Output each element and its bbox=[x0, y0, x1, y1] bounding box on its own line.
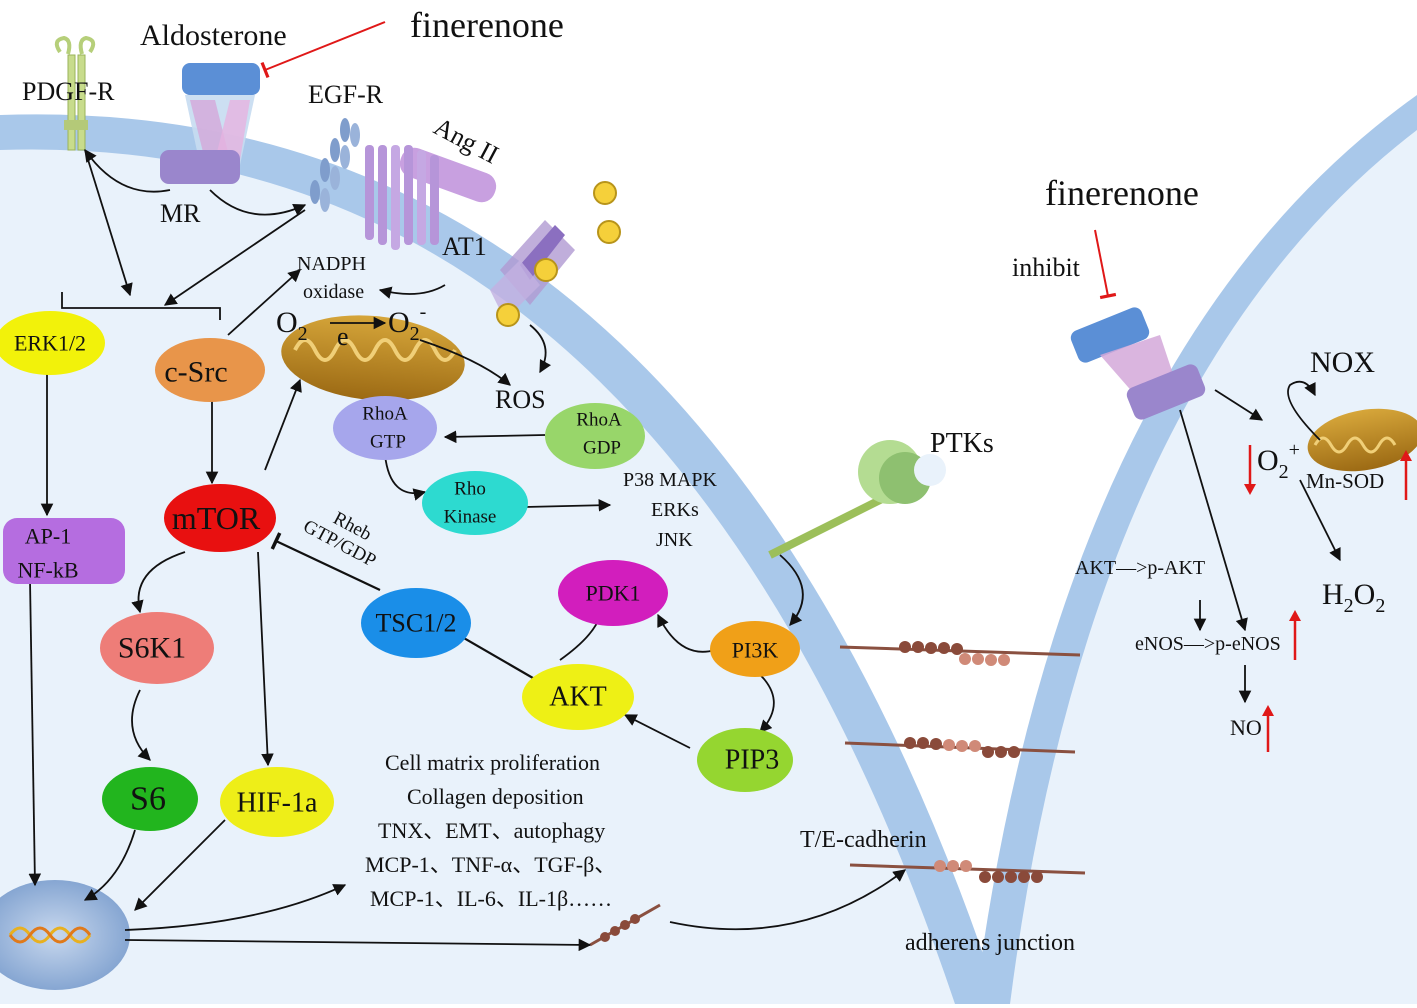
text-labels: Aldosterone finerenone PDGF-R EGF-R Ang … bbox=[22, 5, 1385, 956]
inhibit-label: inhibit bbox=[1012, 253, 1081, 282]
at1-label: AT1 bbox=[442, 232, 487, 261]
outcome-line-3: TNX、EMT、autophagy bbox=[378, 818, 605, 843]
mnsod-label: Mn-SOD bbox=[1306, 469, 1384, 493]
svg-text:AP-1: AP-1 bbox=[25, 524, 71, 549]
mapk-label-line1: P38 MAPK bbox=[623, 469, 717, 491]
node-hif: HIF-1a bbox=[220, 767, 334, 837]
svg-text:mTOR: mTOR bbox=[172, 500, 261, 536]
outcome-line-5: MCP-1、IL-6、IL-1β…… bbox=[370, 886, 612, 911]
mapk-label-line2: ERKs bbox=[651, 499, 699, 521]
cell-right bbox=[975, 95, 1417, 1004]
akt-inhibit-tsc-line bbox=[444, 621, 546, 686]
nox-label: NOX bbox=[1310, 346, 1375, 379]
svg-text:ERK1/2: ERK1/2 bbox=[14, 331, 86, 356]
mr-label: MR bbox=[160, 199, 201, 228]
pdgf-receptor-icon bbox=[54, 35, 96, 151]
nadph-label-line1: NADPH bbox=[297, 253, 366, 275]
o2-right-label: O2- bbox=[388, 301, 426, 345]
mitochondrion-icon bbox=[281, 315, 465, 401]
aldosterone-label: Aldosterone bbox=[140, 19, 287, 52]
akt-pakt-label: AKT—>p-AKT bbox=[1075, 557, 1205, 579]
right-receptor-icon bbox=[1070, 307, 1206, 420]
node-pip3: PIP3 bbox=[697, 728, 793, 792]
ros-label: ROS bbox=[495, 385, 546, 414]
node-mtor: mTOR bbox=[164, 484, 276, 552]
svg-text:c-Src: c-Src bbox=[164, 356, 227, 389]
pathway-arrows bbox=[28, 148, 1341, 952]
right-mitochondrion-icon bbox=[1307, 408, 1417, 472]
node-pi3k: PI3K bbox=[710, 621, 800, 677]
svg-text:PIP3: PIP3 bbox=[725, 745, 779, 776]
node-erk: ERK1/2 bbox=[0, 311, 105, 375]
node-akt: AKT bbox=[522, 664, 634, 730]
svg-text:GTP: GTP bbox=[370, 432, 406, 453]
node-rhoa-gtp: RhoA GTP bbox=[333, 396, 437, 460]
svg-text:PDK1: PDK1 bbox=[585, 581, 640, 606]
tsc-inhibit-mtor-line bbox=[270, 532, 381, 591]
svg-text:Rho: Rho bbox=[454, 479, 486, 500]
h2o2-label: H2O2 bbox=[1322, 578, 1385, 617]
ion-icon bbox=[534, 258, 558, 282]
svg-text:RhoA: RhoA bbox=[362, 404, 408, 425]
adherens-junction-label: adherens junction bbox=[905, 930, 1075, 956]
ion-icon bbox=[593, 181, 617, 205]
cadherin-strands bbox=[589, 641, 1086, 947]
mineralocorticoid-receptor-icon bbox=[160, 63, 260, 184]
change-indicators bbox=[1244, 445, 1412, 752]
finerenone-top-label: finerenone bbox=[410, 5, 564, 45]
o2plus-label: O2+ bbox=[1257, 439, 1300, 483]
node-tsc: TSC1/2 bbox=[361, 588, 471, 658]
node-rho-kinase: Rho Kinase bbox=[422, 471, 528, 535]
egfr-label: EGF-R bbox=[308, 80, 384, 109]
node-csrc: c-Src bbox=[155, 338, 265, 402]
svg-text:NF-kB: NF-kB bbox=[17, 558, 78, 583]
svg-text:PI3K: PI3K bbox=[732, 638, 779, 663]
finerenone-inhibit-line bbox=[260, 21, 386, 79]
o2-left-label: O2 bbox=[276, 306, 308, 345]
node-pdk1: PDK1 bbox=[558, 560, 668, 626]
svg-text:RhoA: RhoA bbox=[576, 410, 622, 431]
node-s6: S6 bbox=[102, 767, 198, 831]
electron-label: e bbox=[337, 322, 349, 351]
finerenone-right-label: finerenone bbox=[1045, 173, 1199, 213]
outcome-line-2: Collagen deposition bbox=[407, 784, 584, 809]
nadph-label-line2: oxidase bbox=[303, 281, 364, 303]
node-ap1-nfkb: AP-1 NF-kB bbox=[3, 518, 125, 584]
svg-text:AKT: AKT bbox=[549, 682, 607, 713]
outcome-line-1: Cell matrix proliferation bbox=[385, 750, 600, 775]
ion-icon bbox=[496, 303, 520, 327]
at1-receptor-icon bbox=[365, 145, 497, 250]
svg-text:TSC1/2: TSC1/2 bbox=[376, 609, 457, 638]
svg-text:HIF-1a: HIF-1a bbox=[237, 788, 318, 819]
enos-label: eNOS—>p-eNOS bbox=[1135, 633, 1281, 655]
dna-nucleus-icon bbox=[0, 880, 130, 990]
cadherin-label: T/E-cadherin bbox=[800, 827, 927, 853]
egf-receptor-icon bbox=[310, 118, 360, 212]
mapk-label-line3: JNK bbox=[656, 529, 693, 551]
ptk-receptor-icon bbox=[768, 440, 946, 559]
ion-icon bbox=[597, 220, 621, 244]
svg-text:S6K1: S6K1 bbox=[118, 632, 186, 665]
svg-text:GDP: GDP bbox=[583, 438, 621, 459]
node-s6k1: S6K1 bbox=[100, 612, 214, 684]
outcome-line-4: MCP-1、TNF-α、TGF-β、 bbox=[365, 852, 616, 877]
no-label: NO bbox=[1230, 715, 1262, 740]
finerenone-inhibit-right-line bbox=[1094, 229, 1117, 300]
pdgfr-label: PDGF-R bbox=[22, 77, 115, 106]
ptks-label: PTKs bbox=[930, 428, 994, 459]
node-rhoa-gdp: RhoA GDP bbox=[545, 403, 645, 469]
svg-text:Kinase: Kinase bbox=[444, 507, 497, 528]
svg-text:S6: S6 bbox=[130, 781, 166, 818]
